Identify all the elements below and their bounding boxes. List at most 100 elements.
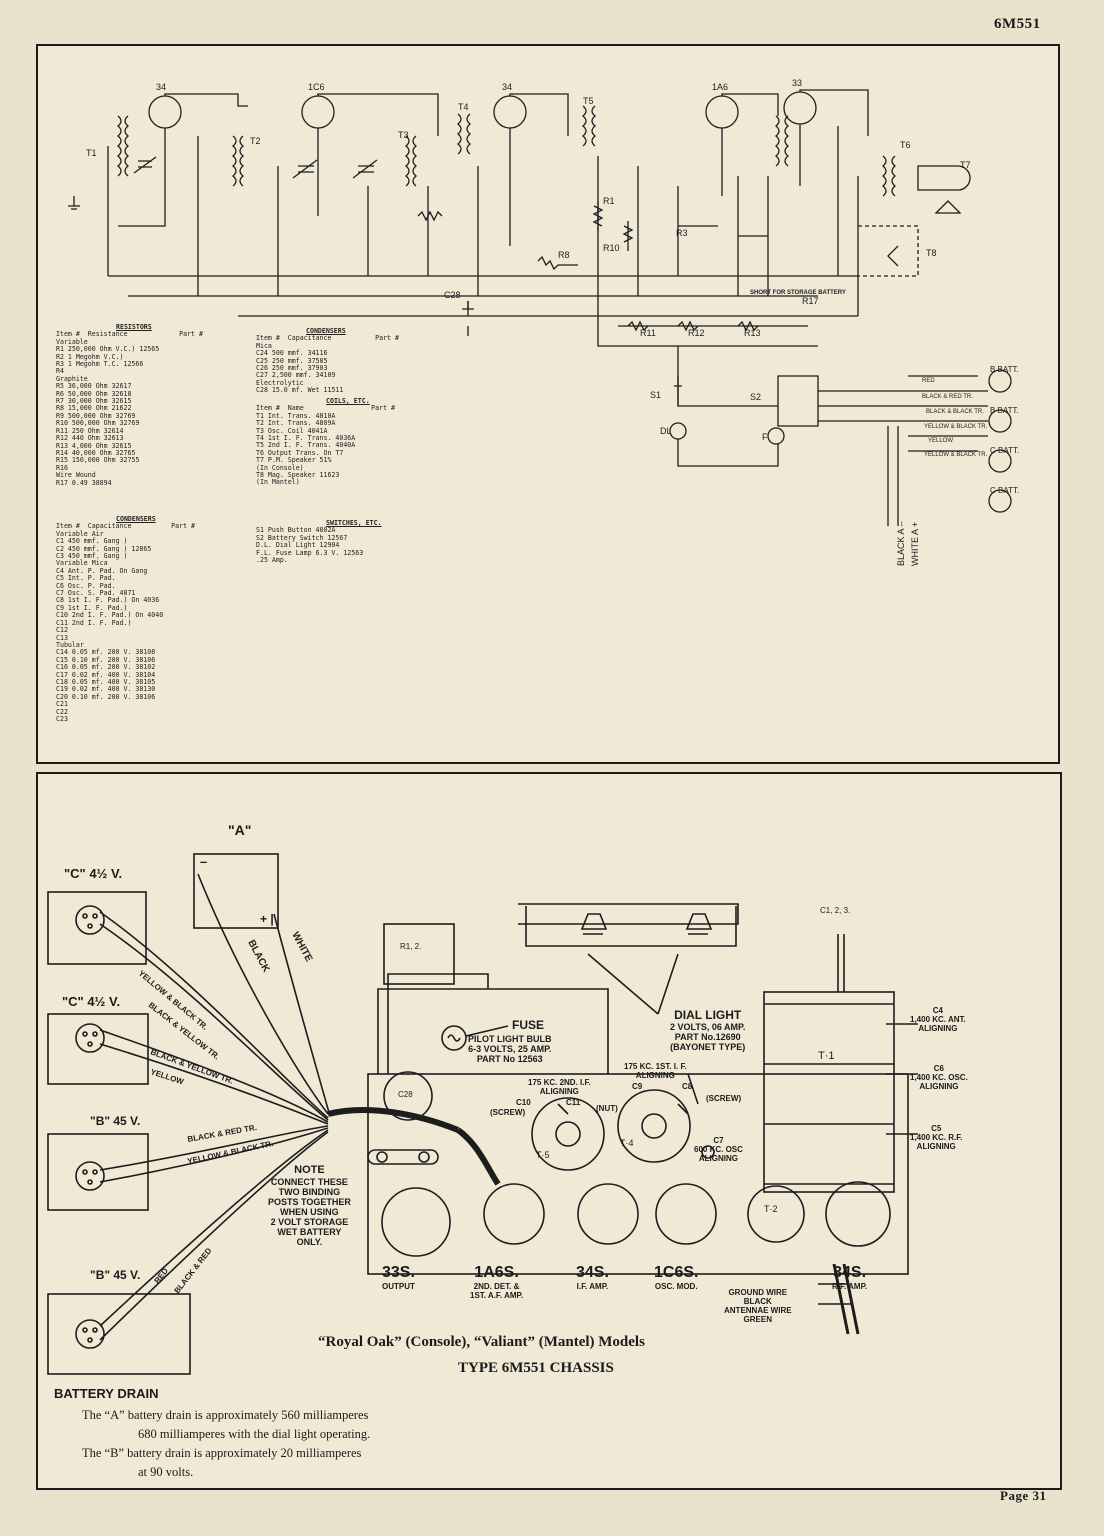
table-row: C26 250 mmf. 37903 bbox=[256, 364, 328, 373]
a-lead-label: WHITE A + bbox=[910, 522, 920, 566]
res-label: R12 bbox=[688, 328, 705, 338]
c28-label: C28 bbox=[398, 1090, 413, 1099]
page-footer: Page 31 bbox=[1000, 1488, 1047, 1503]
wire-label: YELLOW bbox=[928, 438, 953, 444]
battery-a-plus: + | bbox=[260, 912, 274, 926]
align-2nd-if-label: 175 KC. 2ND. I.F.ALIGNING bbox=[528, 1078, 591, 1096]
table-row: S1 Push Button 4802A bbox=[256, 526, 336, 535]
condensers-mica-table: CONDENSERS Item # Capacitance Part # Mic… bbox=[256, 327, 399, 395]
table-row: T3 Osc. Coil 4041A bbox=[256, 426, 328, 435]
table-row: C6 Osc. P. Pad. bbox=[56, 581, 116, 590]
table-row: T8 Mag. Speaker 11623 bbox=[256, 471, 340, 480]
switch-label: S2 bbox=[750, 392, 761, 402]
table-title: RESISTORS bbox=[116, 323, 152, 331]
table-header: Item # Capacitance Part # bbox=[56, 522, 195, 531]
table-row: C4 Ant. P. Pad. On Gang bbox=[56, 566, 148, 575]
table-row: T2 Int. Trans. 4809A bbox=[256, 419, 336, 428]
wire-label: BLACK & BLACK TR. bbox=[926, 409, 984, 415]
table-row: C23 bbox=[56, 714, 68, 723]
tube-label: 34 bbox=[156, 82, 166, 92]
battery-c1-label: "C" 4½ V. bbox=[64, 866, 123, 881]
table-row: R13 4,000 Ohm 32615 bbox=[56, 441, 132, 450]
layout-drawing: BLACK WHITE YELLOW & BLACK TR. BLACK & Y… bbox=[47, 853, 918, 1375]
tube-1a6s-label: 1A6S. 2ND. DET. & 1ST. A.F. AMP. bbox=[470, 1264, 524, 1300]
wire-label: YELLOW & BLACK TR. bbox=[924, 424, 988, 430]
table-row: R9 500,000 Ohm 32769 bbox=[56, 411, 136, 420]
battery-drain-title: BATTERY DRAIN bbox=[54, 1386, 159, 1401]
table-row: R6 50,000 Ohm 32618 bbox=[56, 389, 132, 398]
drain-line: 680 milliamperes with the dial light ope… bbox=[138, 1427, 371, 1441]
table-row: .25 Amp. bbox=[256, 556, 288, 565]
coil-label: T8 bbox=[926, 248, 937, 258]
coil-label: T6 bbox=[900, 140, 911, 150]
tube-label: 34 bbox=[502, 82, 512, 92]
table-row: C7 Osc. S. Pad. 4871 bbox=[56, 589, 136, 598]
switches-table: SWITCHES, ETC. S1 Push Button 4802A S2 B… bbox=[256, 519, 382, 565]
res-label: R1 bbox=[603, 196, 615, 206]
table-row: C20 0.10 mf. 200 V. 38106 bbox=[56, 692, 156, 701]
c9-label: C9 bbox=[632, 1082, 643, 1091]
coil-label: T1 bbox=[86, 148, 97, 158]
battery-a-minus: – bbox=[200, 854, 208, 869]
models-caption: “Royal Oak” (Console), “Valiant” (Mantel… bbox=[318, 1334, 645, 1350]
t2-label: T·2 bbox=[764, 1204, 778, 1214]
battery-b1-label: "B" 45 V. bbox=[90, 1114, 141, 1128]
light-label: DL bbox=[660, 426, 672, 436]
wire-label-black: BLACK bbox=[245, 938, 272, 975]
drain-line: at 90 volts. bbox=[138, 1465, 194, 1479]
layout-panel: BLACK WHITE YELLOW & BLACK TR. BLACK & Y… bbox=[36, 772, 1062, 1490]
coil-label: T7 bbox=[960, 160, 971, 170]
table-row: C10 2nd I. F. Pad.) On 4040 bbox=[56, 611, 164, 620]
tube-label: 1C6 bbox=[308, 82, 325, 92]
table-row: Variable Air bbox=[56, 529, 104, 538]
table-row: F.L. Fuse Lamp 6.3 V. 12563 bbox=[256, 548, 364, 557]
table-row: (In Mantel) bbox=[256, 478, 300, 487]
table-row: Wire Wound bbox=[56, 471, 96, 480]
res-label: R17 bbox=[802, 296, 819, 306]
table-row: C18 0.05 mf. 400 V. 38105 bbox=[56, 677, 156, 686]
table-row: Graphite bbox=[56, 374, 88, 383]
coil-label: T4 bbox=[458, 102, 469, 112]
wire-label: BLACK & RED TR. bbox=[922, 394, 973, 400]
table-row: C17 0.02 mf. 400 V. 38104 bbox=[56, 670, 156, 679]
table-row: C22 bbox=[56, 707, 68, 716]
coil-label: T2 bbox=[250, 136, 261, 146]
tube-1c6s-label: 1C6S. OSC. MOD. bbox=[654, 1264, 699, 1291]
table-row: C24 500 mmf. 34116 bbox=[256, 349, 328, 358]
coil-label: T5 bbox=[583, 96, 594, 106]
batt-label: B BATT. bbox=[990, 406, 1019, 415]
table-row: C9 1st I. F. Pad.) bbox=[56, 603, 128, 612]
battery-b2-label: "B" 45 V. bbox=[90, 1268, 141, 1282]
c123-label: C1, 2, 3. bbox=[820, 906, 851, 915]
table-row: Variable Mica bbox=[56, 559, 108, 568]
table-row: C13 bbox=[56, 633, 68, 642]
table-row: C27 2,500 mmf. 34109 bbox=[256, 371, 336, 380]
tube-34s-rf-label: 34S. R.F. AMP. bbox=[832, 1264, 868, 1291]
schematic-panel: 34 1C6 34 1A6 33 T1 T2 T3 T4 T5 T6 T7 T8… bbox=[36, 44, 1060, 764]
storage-note: SHORT FOR STORAGE BATTERY bbox=[750, 290, 846, 296]
table-row: R11 250 Ohm 32614 bbox=[56, 426, 124, 435]
table-row: R8 15,000 Ohm 21622 bbox=[56, 404, 132, 413]
battery-c2-label: "C" 4½ V. bbox=[62, 994, 121, 1009]
drain-line: The “B” battery drain is approximately 2… bbox=[82, 1446, 362, 1460]
tube-34s-if-label: 34S. I.F. AMP. bbox=[576, 1264, 609, 1291]
resistors-table: RESISTORS Item # Resistance Part # Varia… bbox=[56, 323, 203, 487]
table-row: T1 Int. Trans. 4810A bbox=[256, 411, 336, 420]
condensers-table: CONDENSERS Item # Capacitance Part # Var… bbox=[56, 515, 195, 723]
table-row: C21 bbox=[56, 700, 68, 709]
fuse-label: FUSE bbox=[512, 1018, 545, 1032]
screw-label: (SCREW) bbox=[706, 1094, 742, 1103]
table-header: Item # Resistance Part # bbox=[56, 330, 203, 339]
table-title: CONDENSERS bbox=[306, 327, 346, 335]
table-row: C5 Int. P. Pad. bbox=[56, 574, 116, 583]
table-row: C16 0.05 mf. 200 V. 38102 bbox=[56, 663, 156, 672]
table-row: C8 1st I. F. Pad.) On 4036 bbox=[56, 596, 160, 605]
table-title: SWITCHES, ETC. bbox=[326, 519, 382, 527]
res-label: R13 bbox=[744, 328, 761, 338]
batt-label: C BATT. bbox=[990, 446, 1019, 455]
table-row: R10 500,000 Ohm 32769 bbox=[56, 419, 140, 428]
table-row: R3 1 Megohm T.C. 12566 bbox=[56, 360, 144, 369]
